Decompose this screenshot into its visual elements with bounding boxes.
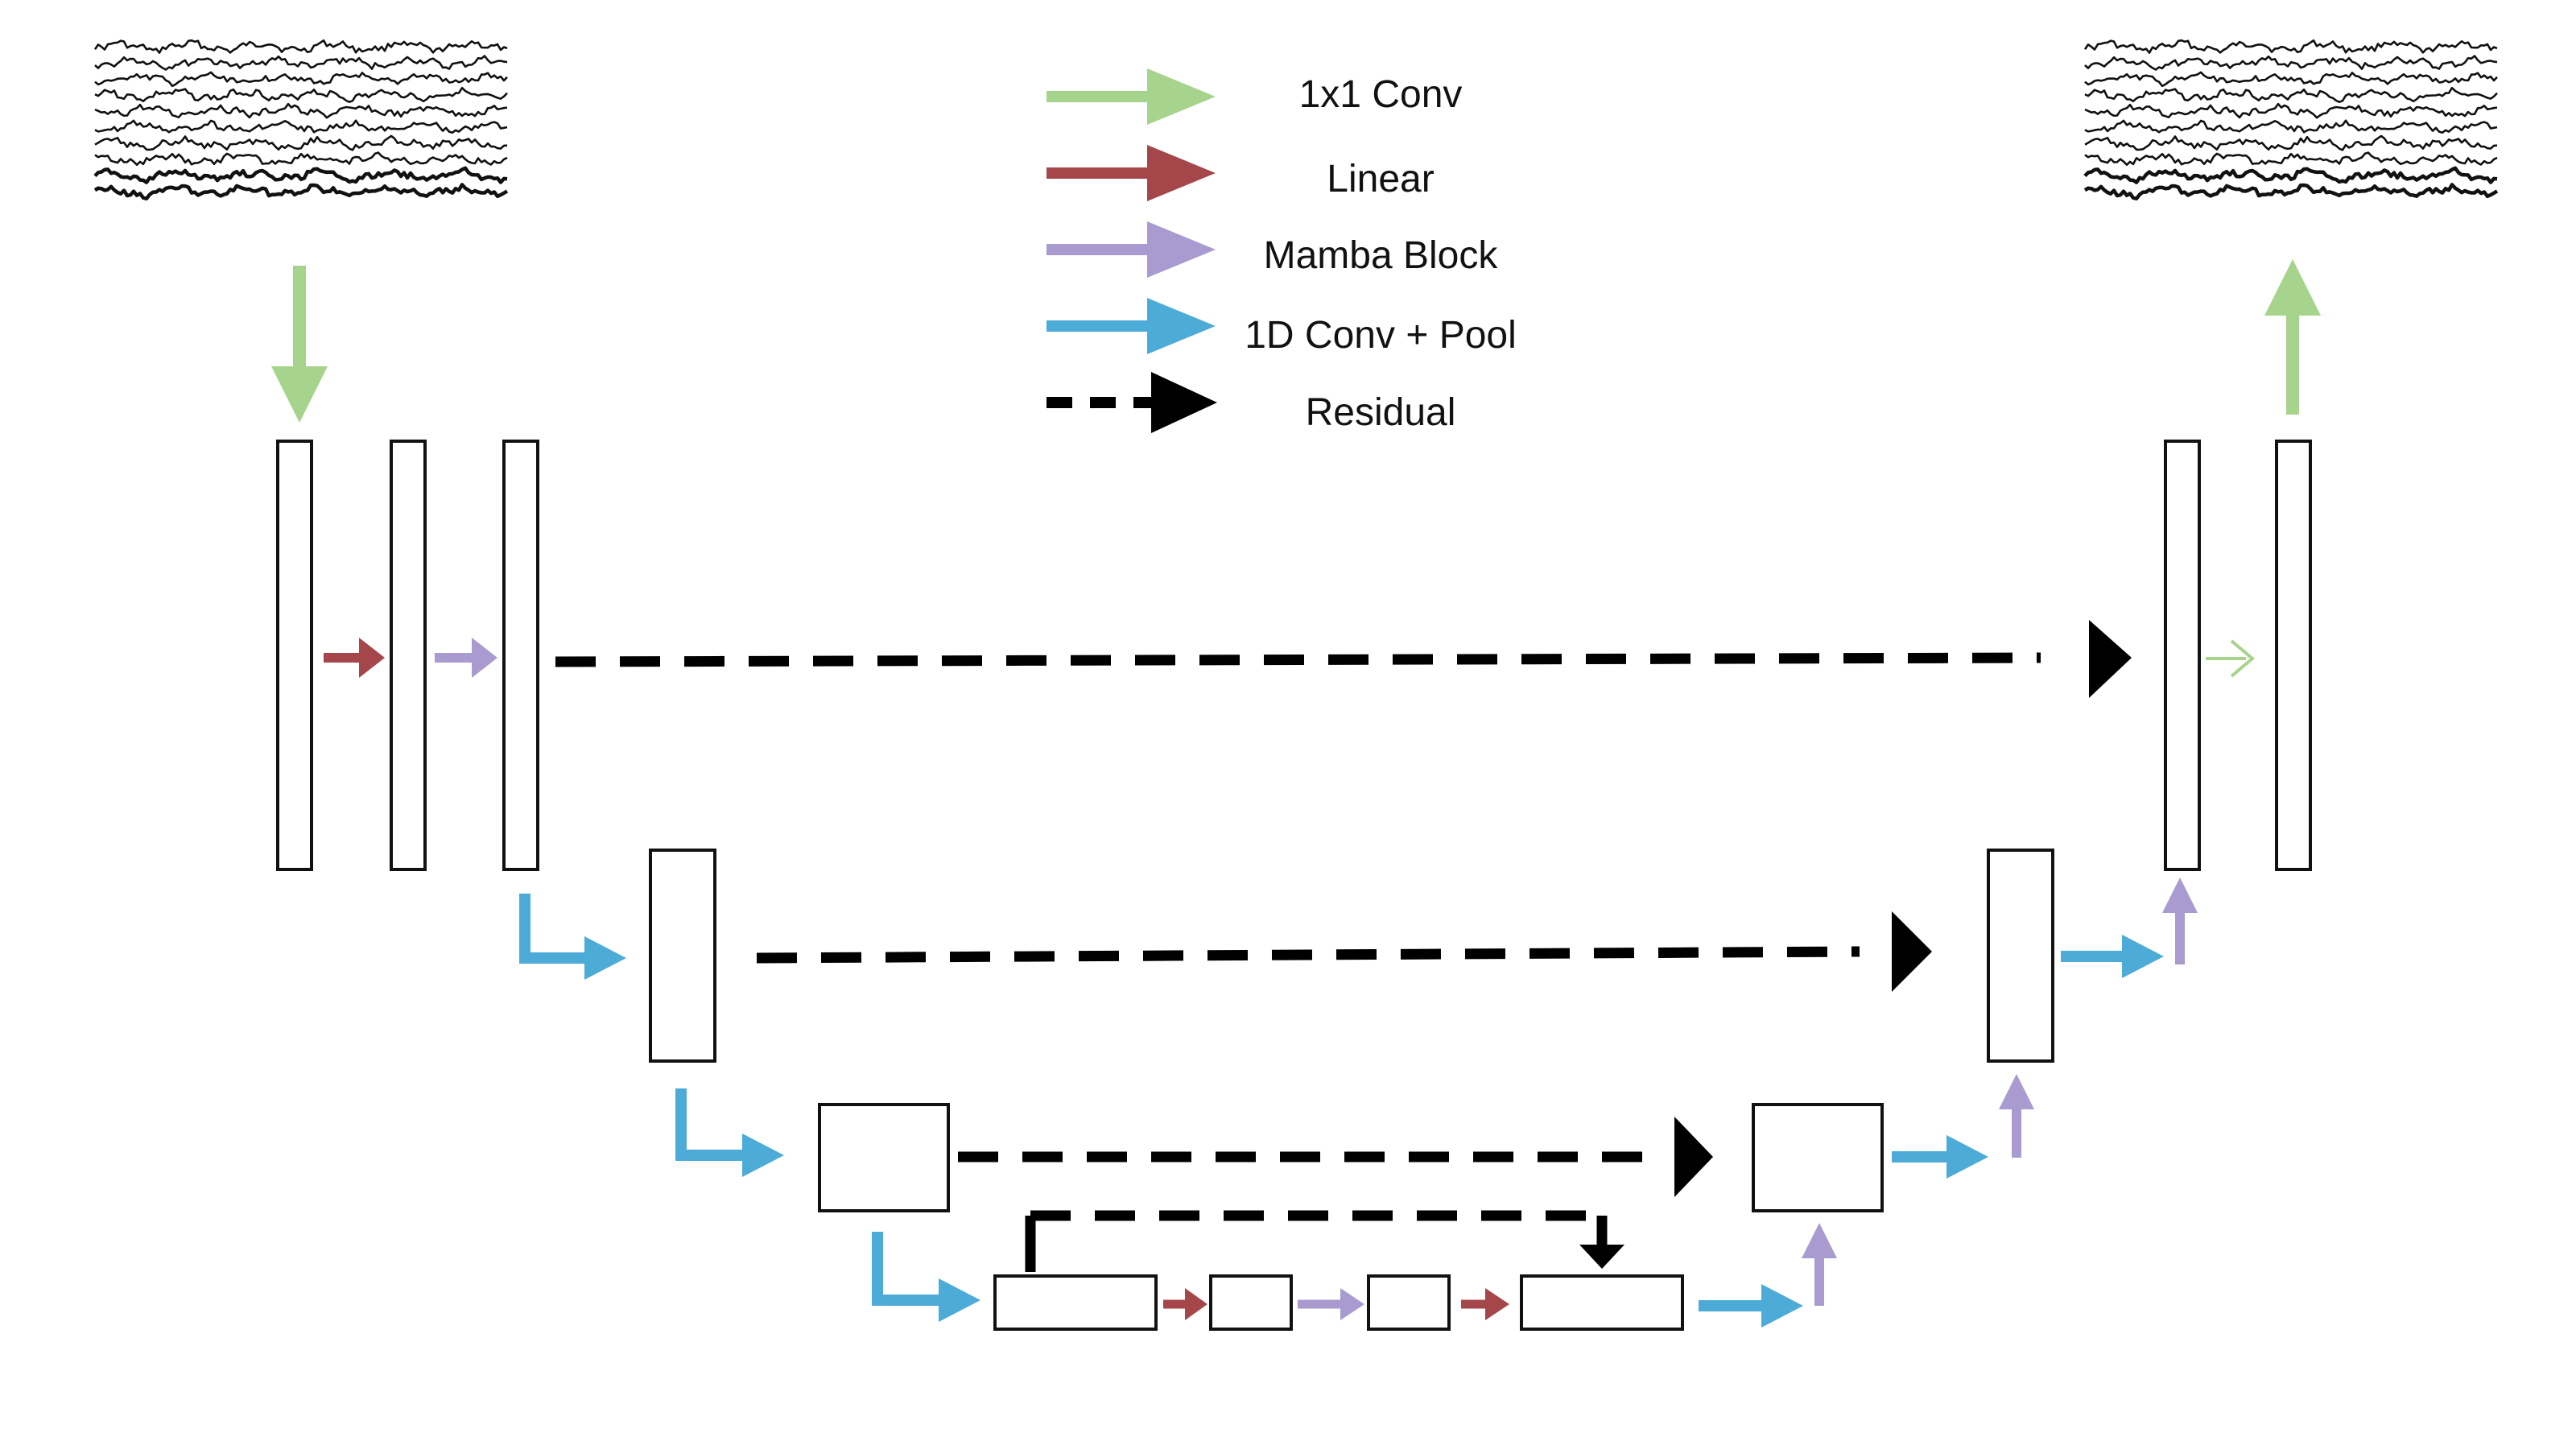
eeg-trace	[2084, 151, 2498, 166]
encoder-block-3	[502, 440, 539, 871]
linear-arrow	[324, 638, 385, 678]
output-conv1x1-arrow	[2264, 259, 2321, 415]
bottleneck-linear-arrow-2	[1461, 1288, 1509, 1320]
conv1d-pool-arrow-up-1	[2061, 935, 2164, 978]
eeg-trace	[2084, 134, 2498, 151]
eeg-trace	[93, 39, 508, 54]
eeg-trace	[94, 71, 508, 88]
bottleneck-residual-arrow	[1025, 1210, 1624, 1272]
mamba-arrow-up-1	[2162, 878, 2198, 964]
conv1d-pool-arrow-down-3	[872, 1232, 980, 1322]
conv1d-pool-arrow-up-2	[1892, 1135, 1988, 1179]
bottleneck-mamba-arrow	[1298, 1288, 1364, 1320]
eeg-trace	[2084, 86, 2498, 103]
eeg-trace	[2084, 119, 2498, 134]
legend-arrow-conv1d-pool	[1046, 298, 1216, 354]
mamba-arrow-up-2	[1999, 1074, 2034, 1158]
residual-arrow-level-1	[555, 620, 2132, 698]
legend: 1x1 Conv Linear Mamba Block 1D Conv + Po…	[1046, 68, 1517, 434]
decoder-conv1x1-arrow	[2206, 639, 2256, 678]
legend-arrow-mamba	[1046, 221, 1216, 278]
eeg-trace	[94, 86, 508, 103]
eeg-trace	[2084, 102, 2498, 119]
conv1d-pool-arrow-up-3	[1699, 1284, 1803, 1328]
legend-label-mamba: Mamba Block	[1264, 234, 1499, 277]
residual-arrow-level-3	[958, 1117, 1713, 1197]
eeg-trace	[2084, 71, 2498, 88]
output-eeg-signal-icon	[2083, 39, 2499, 200]
eeg-trace	[2083, 183, 2499, 200]
eeg-trace	[2083, 166, 2498, 184]
decoder-block-level-3	[1752, 1103, 1884, 1212]
eeg-trace	[93, 166, 508, 184]
legend-arrow-residual	[1046, 372, 1217, 433]
conv1d-pool-arrow-down-2	[675, 1088, 784, 1177]
encoder-block-level-3	[818, 1103, 950, 1212]
eeg-trace	[2083, 39, 2498, 54]
conv1d-pool-arrow-down-1	[519, 894, 626, 980]
encoder-block-2	[390, 440, 427, 871]
legend-label-conv1d-pool: 1D Conv + Pool	[1245, 314, 1517, 357]
encoder-block-1	[276, 440, 313, 871]
bottleneck-block-2	[1209, 1274, 1293, 1331]
eeg-trace	[93, 183, 509, 200]
decoder-block-1	[2164, 440, 2201, 871]
legend-label-linear: Linear	[1327, 158, 1434, 200]
eeg-trace	[94, 134, 508, 151]
mamba-arrow	[435, 638, 497, 678]
bottleneck-linear-arrow-1	[1163, 1288, 1208, 1320]
eeg-trace	[94, 102, 508, 119]
input-eeg-signal-icon	[93, 39, 509, 200]
legend-arrow-linear	[1046, 145, 1216, 201]
encoder-block-level-2	[649, 849, 716, 1063]
input-conv1x1-arrow	[271, 266, 328, 423]
eeg-trace	[94, 151, 508, 166]
bottleneck-block-3	[1367, 1274, 1451, 1331]
eeg-trace	[94, 119, 508, 134]
eeg-trace	[2084, 55, 2498, 71]
decoder-block-2	[2275, 440, 2312, 871]
eeg-trace	[94, 55, 508, 71]
decoder-block-level-2	[1987, 849, 2054, 1063]
legend-label-residual: Residual	[1306, 391, 1456, 434]
bottleneck-block-4	[1520, 1274, 1684, 1331]
residual-arrow-level-2	[756, 911, 1932, 992]
legend-arrow-conv1x1	[1046, 68, 1216, 125]
bottleneck-block-1	[993, 1274, 1158, 1331]
legend-label-conv1x1: 1x1 Conv	[1299, 73, 1463, 116]
mamba-arrow-up-3	[1802, 1223, 1837, 1306]
